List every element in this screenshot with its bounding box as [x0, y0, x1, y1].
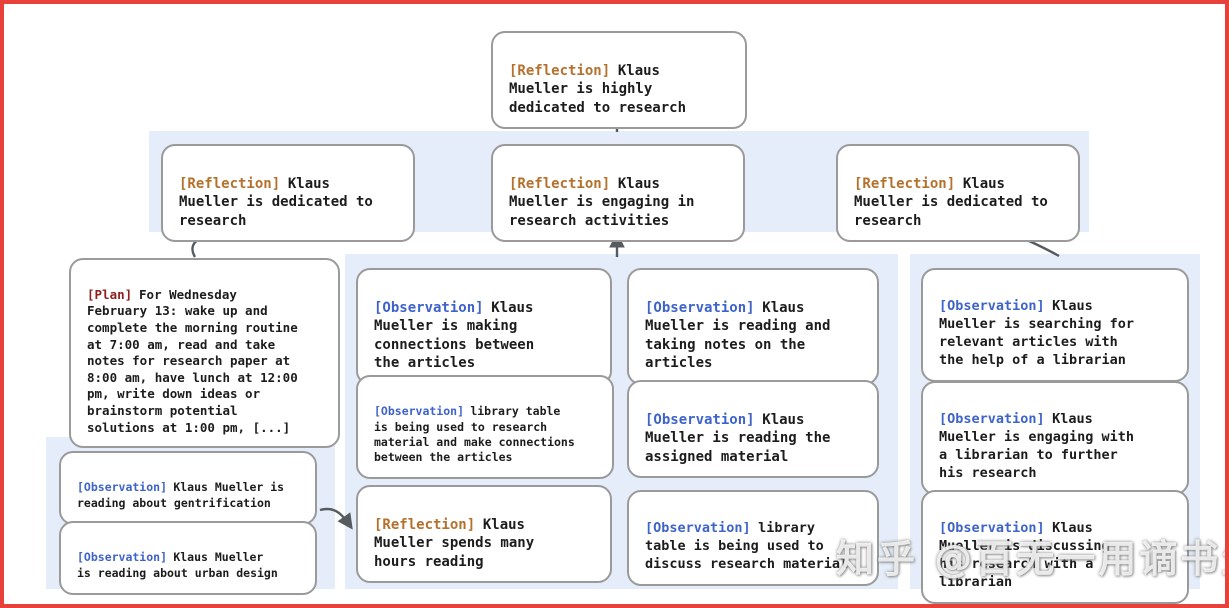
- node-text: Klaus Mueller is reading about gentrific…: [77, 480, 285, 510]
- observation-tag: [Observation]: [645, 411, 755, 428]
- node-text: Klaus Mueller spends many hours reading: [374, 516, 535, 570]
- observation-tag: [Observation]: [645, 299, 755, 316]
- node-observation-gentrification: [Observation]Klaus Mueller is reading ab…: [59, 451, 317, 525]
- node-text: Klaus Mueller is highly dedicated to res…: [509, 62, 687, 116]
- node-reflection-left: [Reflection]Klaus Mueller is dedicated t…: [161, 144, 415, 243]
- observation-tag: [Observation]: [939, 297, 1045, 314]
- node-text: library table is being used to research …: [374, 404, 575, 465]
- observation-tag: [Observation]: [939, 410, 1045, 427]
- node-text: Klaus Mueller is engaging in research ac…: [509, 175, 695, 229]
- node-observation-taking-notes: [Observation]Klaus Mueller is reading an…: [627, 268, 879, 386]
- node-text: For Wednesday February 13: wake up and c…: [87, 286, 298, 435]
- reflection-tag: [Reflection]: [374, 516, 476, 533]
- node-observation-library-table-research: [Observation]library table is being used…: [356, 375, 614, 480]
- node-observation-library-table-discuss: [Observation]library table is being used…: [627, 490, 879, 586]
- node-reflection-center: [Reflection]Klaus Mueller is engaging in…: [491, 144, 745, 243]
- node-observation-searching-articles: [Observation]Klaus Mueller is searching …: [921, 268, 1189, 382]
- node-observation-discussing-research: [Observation]Klaus Mueller is discussing…: [921, 490, 1189, 604]
- node-text: Klaus Mueller is making connections betw…: [374, 299, 535, 372]
- reflection-tag: [Reflection]: [509, 175, 611, 192]
- node-reflection-hours-reading: [Reflection]Klaus Mueller spends many ho…: [356, 485, 612, 584]
- node-observation-assigned-material: [Observation]Klaus Mueller is reading th…: [627, 380, 879, 479]
- node-text: Klaus Mueller is searching for relevant …: [939, 297, 1135, 368]
- node-text: Klaus Mueller is dedicated to research: [854, 175, 1048, 229]
- observation-tag: [Observation]: [645, 519, 751, 536]
- node-observation-urban-design: [Observation]Klaus Mueller is reading ab…: [59, 521, 317, 595]
- observation-tag: [Observation]: [939, 519, 1045, 536]
- observation-tag: [Observation]: [77, 550, 168, 565]
- observation-tag: [Observation]: [77, 480, 168, 495]
- node-text: Klaus Mueller is engaging with a librari…: [939, 410, 1135, 481]
- node-text: Klaus Mueller is reading and taking note…: [645, 299, 831, 372]
- node-text: Klaus Mueller is discussing his research…: [939, 519, 1110, 590]
- node-text: Klaus Mueller is dedicated to research: [179, 175, 373, 229]
- node-observation-engaging-librarian: [Observation]Klaus Mueller is engaging w…: [921, 381, 1189, 495]
- reflection-tag: [Reflection]: [509, 62, 611, 79]
- node-text: Klaus Mueller is reading about urban des…: [77, 550, 278, 580]
- node-plan: [Plan]For Wednesday February 13: wake up…: [69, 258, 340, 449]
- node-reflection-right: [Reflection]Klaus Mueller is dedicated t…: [836, 144, 1080, 243]
- observation-tag: [Observation]: [374, 299, 484, 316]
- reflection-tag: [Reflection]: [179, 175, 281, 192]
- node-text: library table is being used to discuss r…: [645, 519, 849, 572]
- observation-tag: [Observation]: [374, 404, 465, 419]
- node-text: Klaus Mueller is reading the assigned ma…: [645, 411, 831, 465]
- node-observation-making-connections: [Observation]Klaus Mueller is making con…: [356, 268, 612, 386]
- plan-tag: [Plan]: [87, 286, 133, 302]
- node-reflection-root: [Reflection]Klaus Mueller is highly dedi…: [491, 31, 747, 130]
- reflection-tag: [Reflection]: [854, 175, 956, 192]
